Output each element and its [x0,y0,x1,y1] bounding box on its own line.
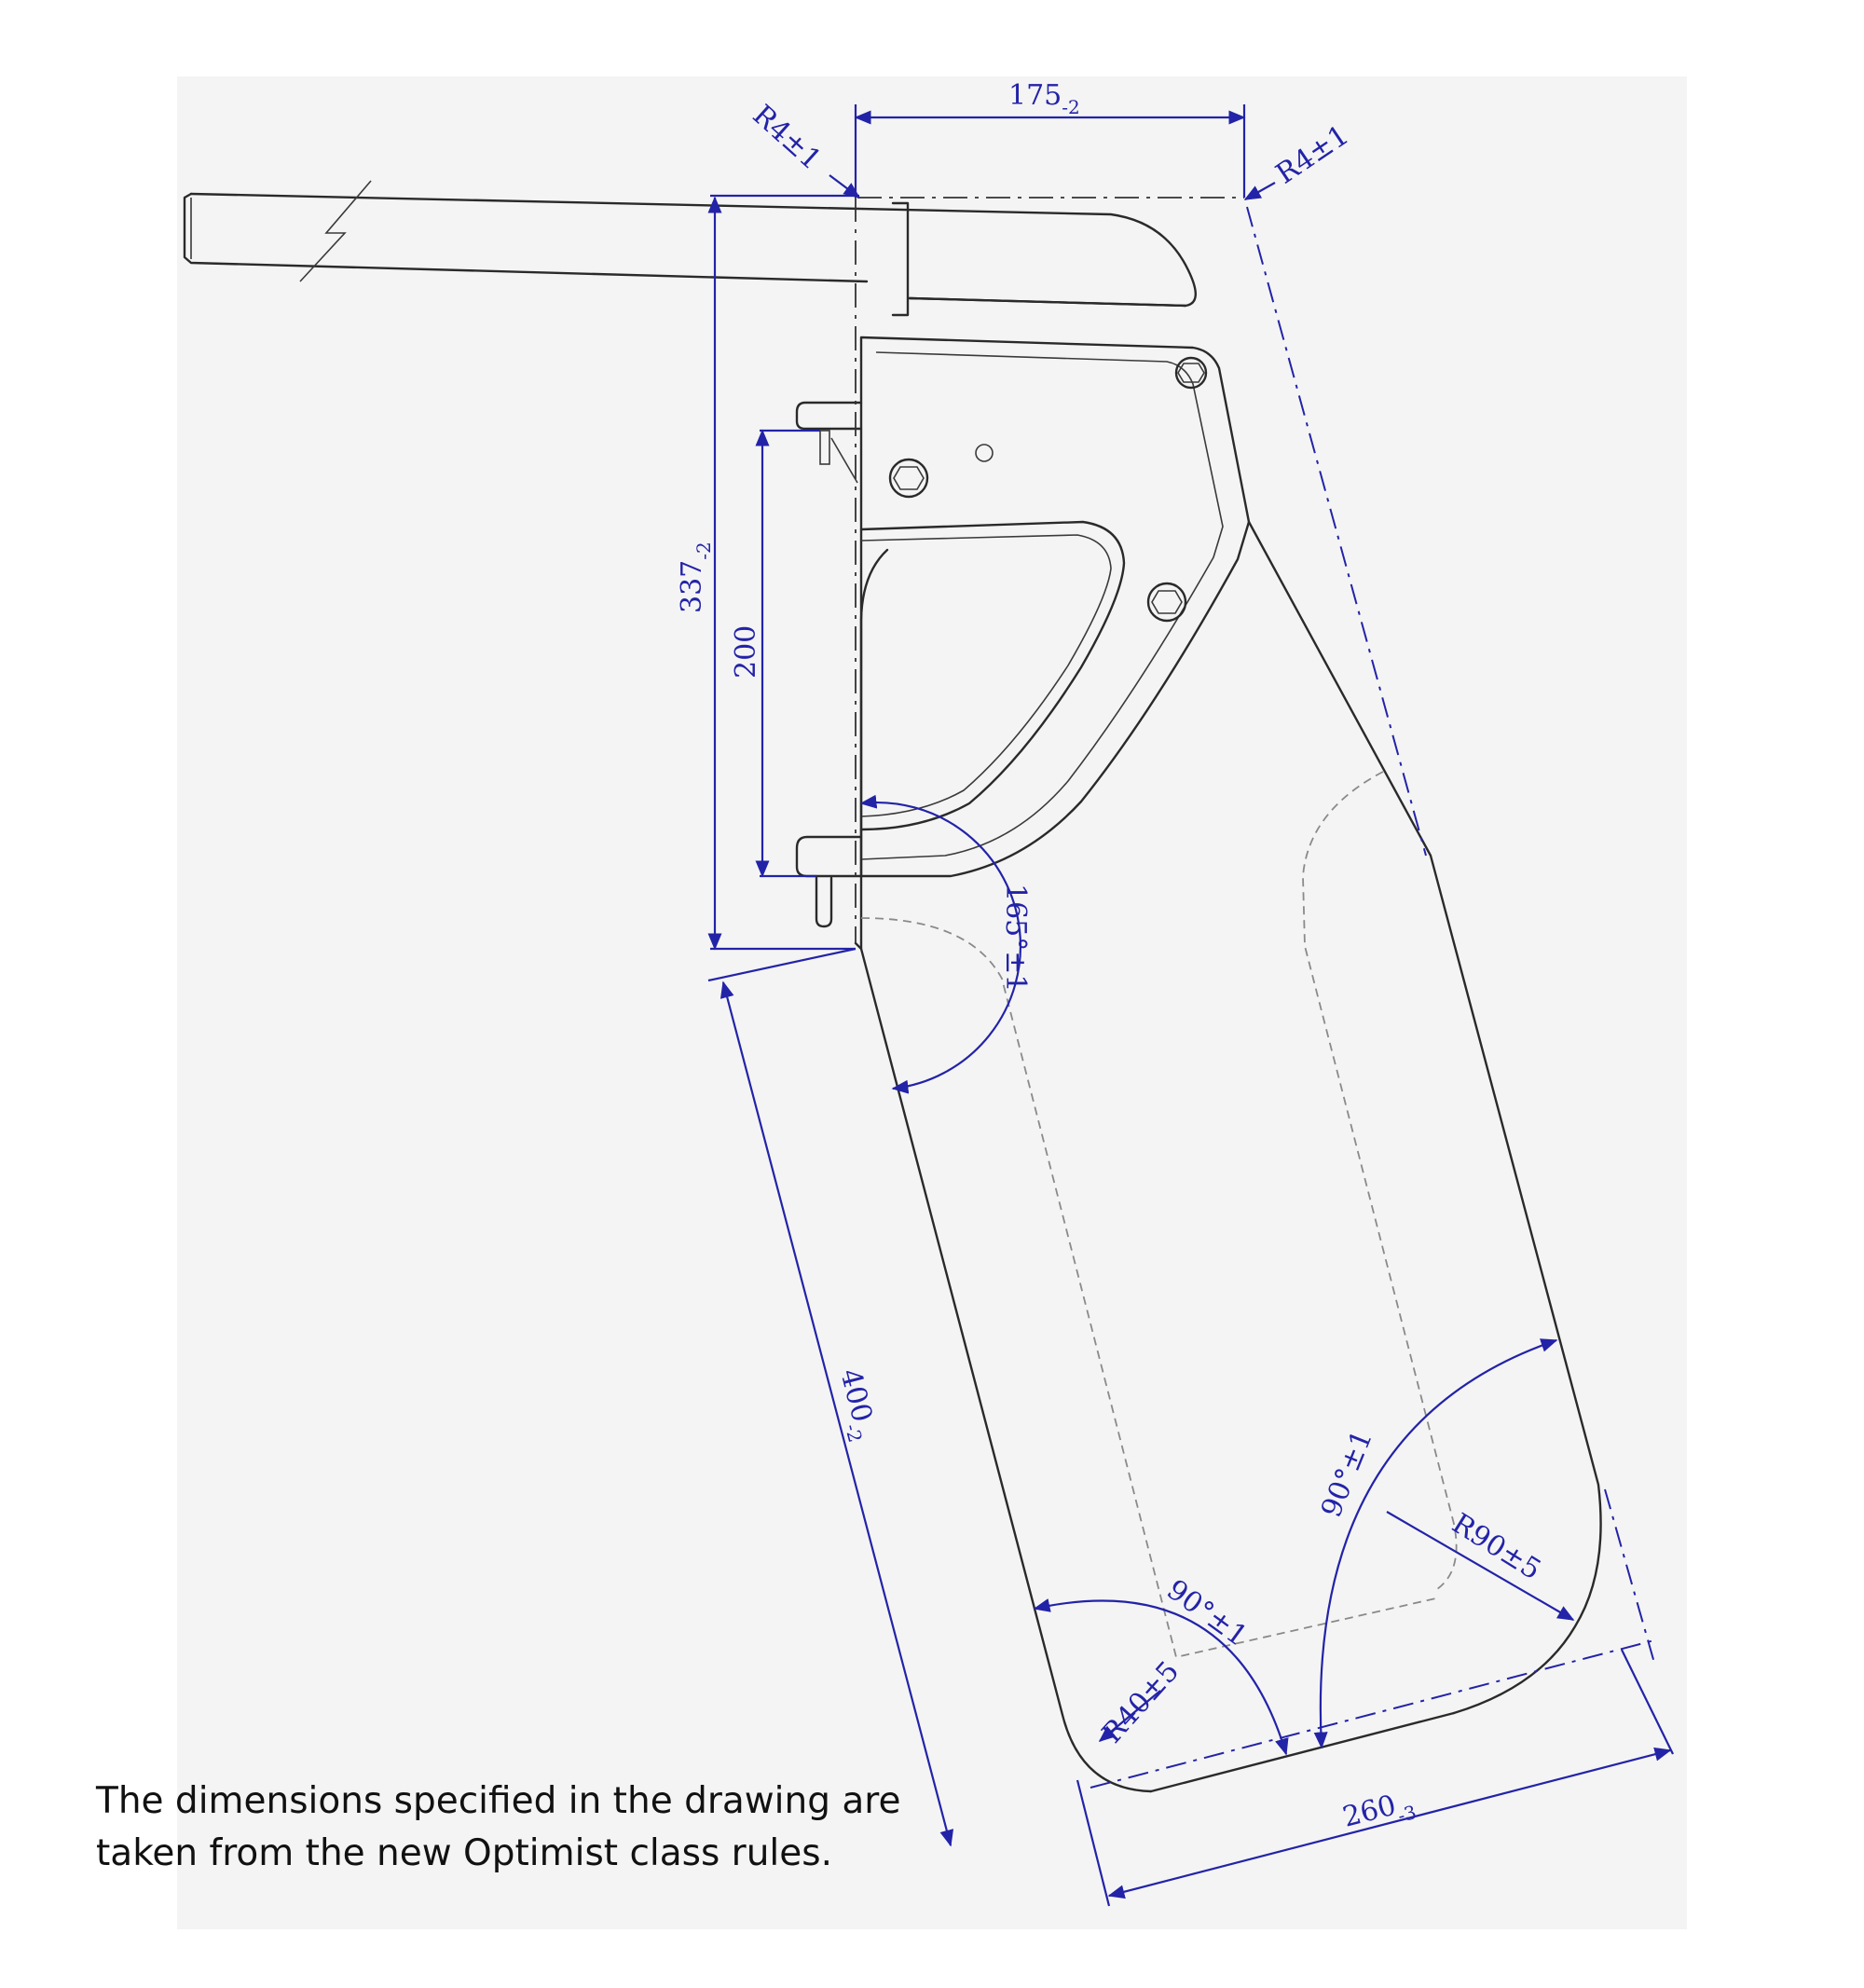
rudder-head [795,201,1251,928]
svg-text:175-2: 175-2 [1008,79,1080,118]
caption-line-1: The dimensions specified in the drawing … [96,1780,901,1822]
dim-angle-heel: 165°±1 [859,794,1032,1094]
svg-text:337-2: 337-2 [676,542,715,613]
tiller [183,180,1197,308]
dim-angle-heel-label: 165°±1 [999,884,1032,992]
bolt-left [888,458,929,499]
break-mark [299,180,372,282]
bolt-upper-right [1174,356,1208,390]
caption: The dimensions specified in the drawing … [96,1775,1028,1880]
dim-height-overall-value: 337 [676,560,708,613]
caption-line-2: taken from the new Optimist class rules. [96,1832,832,1874]
bolt-lower [1146,582,1187,623]
dim-width-top: 175-2 [854,79,1246,125]
dim-width-top-tol: -2 [1062,96,1079,118]
projection-lines [707,104,1674,1907]
dim-width-top-value: 175 [1008,79,1062,112]
dim-height-overall: 337-2 [676,196,722,951]
dim-pintle-spacing: 200 [730,429,770,878]
dim-height-overall-tol: -2 [692,542,715,559]
small-hole [975,444,994,462]
upper-pintle [795,401,863,484]
dim-pintle-spacing-label: 200 [730,625,762,679]
